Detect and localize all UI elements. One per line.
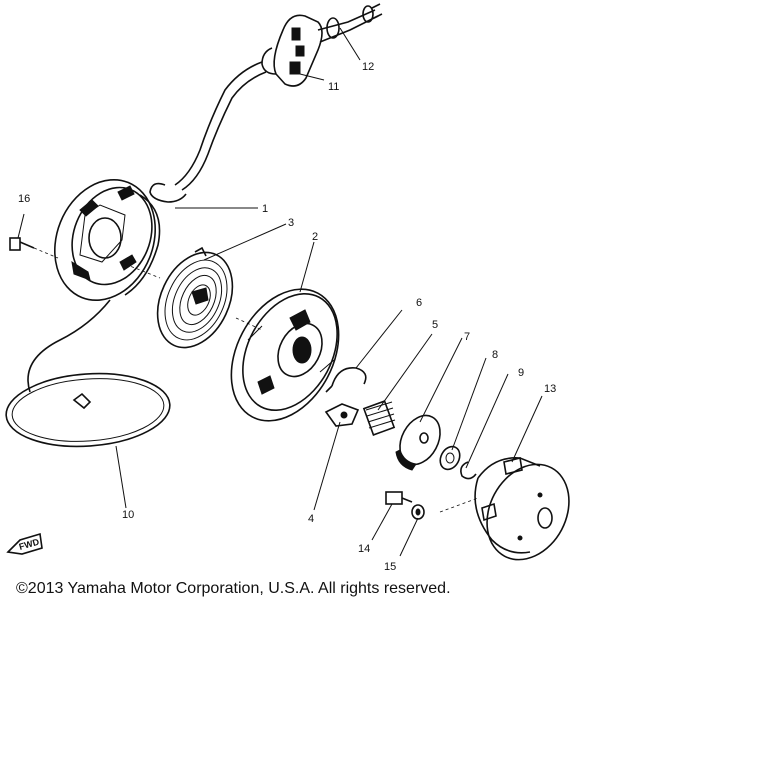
starter-handle	[261, 14, 323, 87]
part-label-3: 3	[288, 217, 294, 229]
part-label-11: 11	[328, 81, 339, 93]
part-label-16: 16	[18, 193, 30, 205]
friction-spring	[362, 400, 396, 436]
starter-cable	[149, 61, 267, 203]
part-label-5: 5	[432, 319, 438, 331]
washer-15	[411, 504, 425, 520]
part-label-4: 4	[308, 513, 314, 525]
part-label-9: 9	[518, 367, 524, 379]
part-label-8: 8	[492, 349, 498, 361]
part-label-14: 14	[358, 543, 370, 555]
copyright-notice: ©2013 Yamaha Motor Corporation, U.S.A. A…	[16, 580, 451, 597]
part-label-12: 12	[362, 61, 374, 73]
part-label-2: 2	[312, 231, 318, 243]
part-label-13: 13	[544, 383, 556, 395]
bolt-14	[385, 491, 413, 505]
bolt-16	[9, 237, 59, 259]
spiral-spring	[156, 246, 234, 349]
part-label-1: 1	[262, 203, 268, 215]
part-label-10: 10	[122, 509, 134, 521]
pulley-cover	[474, 457, 570, 561]
handle-shaft	[317, 3, 383, 43]
washer	[439, 445, 461, 471]
leader-lines	[17, 27, 543, 557]
starter-housing	[53, 178, 161, 302]
part-label-6: 6	[416, 297, 422, 309]
circlip	[460, 461, 477, 480]
fwd-arrow-icon: FWD	[6, 532, 43, 555]
friction-plate	[395, 414, 441, 471]
part-label-15: 15	[384, 561, 396, 573]
part-label-7: 7	[464, 331, 470, 343]
starter-rope-coil	[5, 299, 171, 448]
return-spring	[325, 367, 367, 393]
sheave-drum	[230, 288, 340, 422]
pawl	[324, 403, 360, 427]
